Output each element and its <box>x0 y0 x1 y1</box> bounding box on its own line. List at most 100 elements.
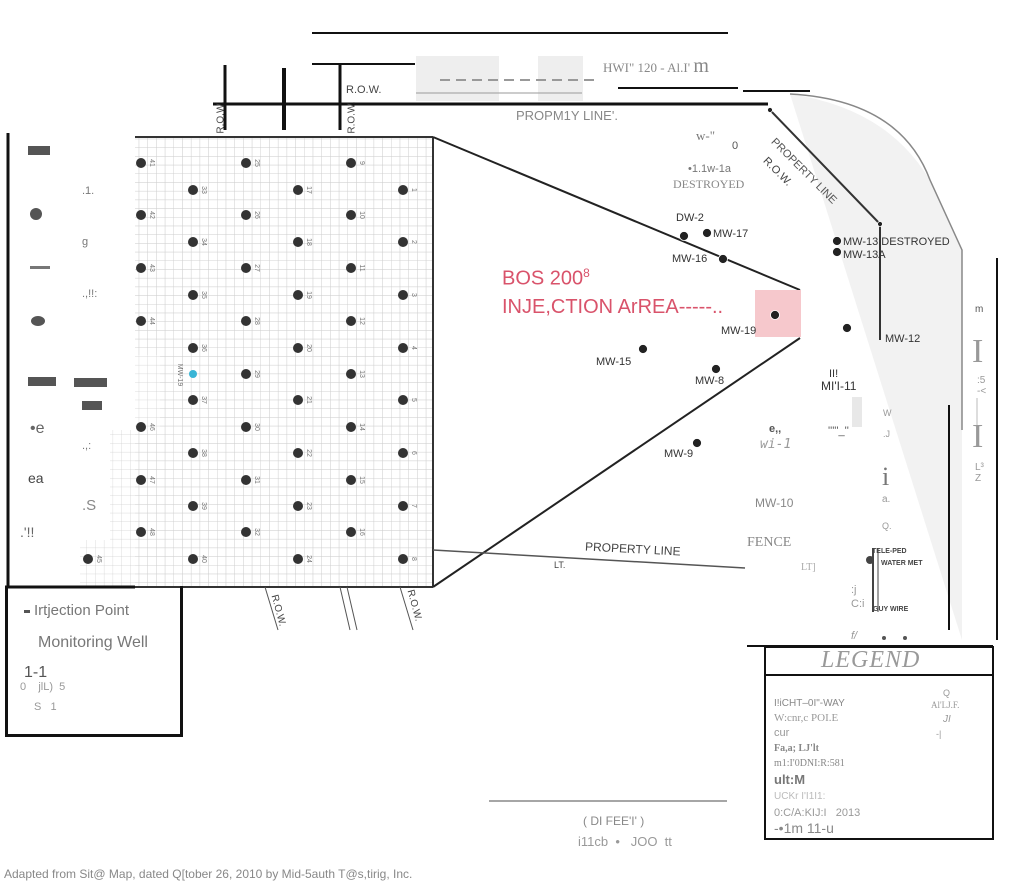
injection-point-5 <box>398 395 408 405</box>
injection-point-8 <box>398 554 408 564</box>
legend-right-4: -| <box>936 729 942 739</box>
misc-f: f/ <box>851 630 858 642</box>
scale-row-1: 0 jlL) 5 <box>20 681 66 693</box>
mw-16-label: MW-16 <box>672 253 708 265</box>
injection-point-label: 39 <box>200 502 207 510</box>
injection-point-label: 34 <box>200 238 207 246</box>
injection-point-label: 35 <box>200 291 207 299</box>
injection-point-label: 21 <box>305 396 312 404</box>
injection-point-legend: Irtjection Point <box>24 602 129 619</box>
injection-point-34 <box>188 237 198 247</box>
scale-row-2: S 1 <box>34 701 57 713</box>
misc-wi: wi-1 <box>760 437 792 452</box>
legend-item-9: -•1m 11-u <box>774 820 834 836</box>
injection-point-6 <box>398 448 408 458</box>
mw-12-label: MW-12 <box>885 333 921 345</box>
mw-19-label: MW-19 <box>721 325 757 337</box>
injection-point-9 <box>346 158 356 168</box>
injection-point-39 <box>188 501 198 511</box>
misc-q: Q. <box>882 521 892 531</box>
injection-point-24 <box>293 554 303 564</box>
mw-note-3: •1.1w-1a <box>688 163 731 175</box>
dw-2-label: DW-2 <box>676 212 704 224</box>
legend-item-6: ult:M <box>774 772 806 787</box>
water-meter-label: WATER MET <box>881 560 923 567</box>
fence-label: FENCE <box>747 535 792 550</box>
mw-note-destroyed: DESTROYED <box>673 177 745 191</box>
mw-9-label: MW-9 <box>664 448 694 460</box>
injection-area-line2: INJE,CTION ArREA-----.. <box>502 296 724 318</box>
right-margin-i2: I <box>972 418 984 455</box>
injection-point-label: 48 <box>148 528 155 536</box>
injection-point-47 <box>136 475 146 485</box>
footer-credit: Adapted from Sit@ Map, dated Q[tober 26,… <box>4 867 413 881</box>
injection-point-label: 37 <box>200 396 207 404</box>
injection-point-30 <box>241 422 251 432</box>
injection-point-label: 28 <box>253 317 260 325</box>
injection-point-text: Irtjection Point <box>34 602 130 619</box>
injection-point-label: 17 <box>305 186 312 194</box>
legend-item-4: Fa,a; LJ'lt <box>774 743 819 754</box>
legend-right-3: JI <box>943 714 951 725</box>
row-vertical-label-2: R.O.W. <box>346 101 358 134</box>
mw-note-2: 0 <box>732 140 739 152</box>
lt-label: LT. <box>554 560 566 570</box>
injection-point-label: 20 <box>305 344 312 352</box>
injection-point-label: 22 <box>305 449 312 457</box>
injection-point-35 <box>188 290 198 300</box>
injection-point-label: 26 <box>253 211 260 219</box>
legend-box: LEGEND I!iCHT–0I"-WAY W:cnr,c POI.E cur … <box>764 646 994 840</box>
left-fragment-4: .,: <box>82 440 92 452</box>
left-fragment-1: .1. <box>82 185 95 197</box>
mw-13a-marker <box>832 247 842 257</box>
left-legend-box: Irtjection Point Monitoring Well 1-1 0 j… <box>5 586 183 737</box>
mw-13-marker <box>832 236 842 246</box>
legend-title-rule <box>766 674 992 676</box>
misc-block <box>852 397 862 427</box>
scale-title: 1-1 <box>24 664 48 681</box>
injection-point-label: 8 <box>410 557 417 561</box>
injection-area-title: BOS 2008 <box>502 266 590 291</box>
injection-point-label: 7 <box>410 504 417 508</box>
injection-point-label: 31 <box>253 476 260 484</box>
injection-point-label: 15 <box>358 476 365 484</box>
injection-point-11 <box>346 263 356 273</box>
injection-point-20 <box>293 343 303 353</box>
injection-point-label: 2 <box>410 240 417 244</box>
misc-e: e,, <box>769 423 782 435</box>
injection-point-16 <box>346 527 356 537</box>
injection-point-18 <box>293 237 303 247</box>
left-fragment-3: .,!!: <box>82 288 98 300</box>
injection-point-33 <box>188 185 198 195</box>
injection-point-43 <box>136 263 146 273</box>
monitoring-well-markers <box>638 107 883 448</box>
legend-item-2: W:cnr,c POI.E <box>774 712 839 724</box>
mw-8-label: MW-8 <box>695 375 725 387</box>
highlight-well-marker <box>189 370 197 378</box>
injection-point-46 <box>136 422 146 432</box>
injection-point-symbol <box>24 609 30 613</box>
mw-15-label: MW-15 <box>596 356 632 368</box>
mw-10-label: MW-10 <box>755 496 794 510</box>
injection-area-line1: BOS 200 <box>502 267 584 290</box>
injection-point-label: 9 <box>358 161 365 165</box>
injection-point-label: 1 <box>410 188 417 192</box>
misc-w: W <box>883 408 892 418</box>
mw-17-label: MW-17 <box>713 228 749 240</box>
scale-label: ( DI FEE'I' ) <box>583 814 645 828</box>
injection-point-label: 13 <box>358 370 365 378</box>
legend-item-1: I!iCHT–0I"-WAY <box>774 698 845 709</box>
injection-point-label: 14 <box>358 423 365 431</box>
injection-point-42 <box>136 210 146 220</box>
injection-point-label: 30 <box>253 423 260 431</box>
injection-point-label: 47 <box>148 476 155 484</box>
injection-point-28 <box>241 316 251 326</box>
injection-point-label: 11 <box>358 264 365 271</box>
mw-note-1: w-" <box>696 128 716 143</box>
scale-value: i11cb • JOO tt <box>578 834 672 849</box>
injection-point-label: 44 <box>148 317 155 325</box>
injection-point-41 <box>136 158 146 168</box>
injection-point-10 <box>346 210 356 220</box>
left-legend-e: •e <box>30 420 45 437</box>
